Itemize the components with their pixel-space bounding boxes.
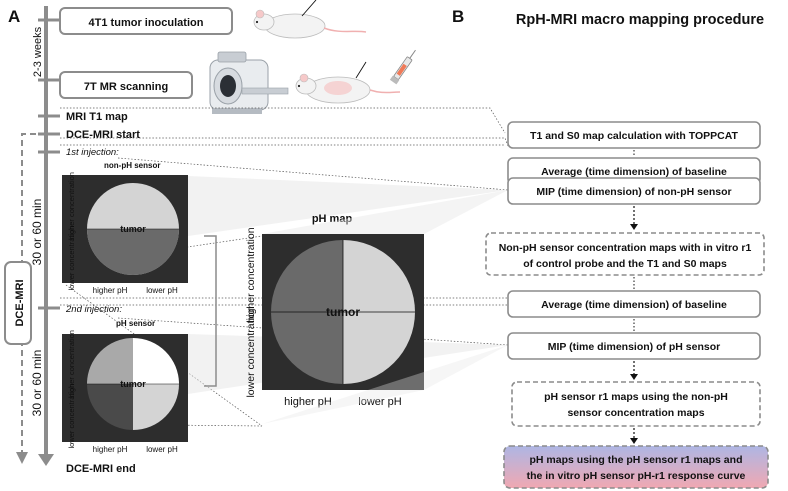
inoculation-text: 4T1 tumor inoculation [89, 17, 204, 29]
dce-mri-label: DCE-MRI [14, 279, 26, 326]
arrow-7 [630, 428, 638, 444]
arrow-6 [630, 361, 638, 380]
t1-map-label: MRI T1 map [66, 111, 128, 123]
ph-sensor-map-center: tumor [120, 379, 146, 389]
step-6-text: MIP (time dimension) of pH sensor [548, 341, 721, 353]
non-ph-y-higher: higher concentration [67, 172, 76, 240]
step-7-text-line1: pH sensor r1 maps using the non-pH [544, 391, 728, 403]
weeks-label: 2-3 weeks [32, 26, 44, 77]
step-7-text-line2: sensor concentration maps [567, 407, 704, 419]
ph-map-title: pH map [312, 213, 353, 225]
panel-a-letter: A [8, 7, 20, 26]
inoculation-box: 4T1 tumor inoculation [59, 7, 233, 35]
step-4-text-line2: of control probe and the T1 and S0 maps [523, 258, 727, 270]
step-8-text-line2: the in vitro pH sensor pH-r1 response cu… [527, 470, 746, 482]
projection-1 [188, 176, 508, 236]
ph-map-y-higher: higher concentration [245, 227, 257, 322]
mri-scanner-icon [209, 51, 289, 114]
arrow-3 [630, 206, 638, 230]
step-3-text: MIP (time dimension) of non-pH sensor [536, 186, 731, 198]
dce-end-label: DCE-MRI end [66, 463, 136, 475]
ph-map: pH map tumor higher concentration lower … [245, 213, 424, 408]
projection-3 [262, 190, 508, 234]
ph-sensor-y-lower: lower concentration [67, 383, 76, 448]
scanning-box: 7T MR scanning [59, 71, 193, 99]
ph-map-y-lower: lower concentration [245, 306, 257, 397]
ph-sensor-y-higher: higher concentration [67, 330, 76, 398]
ph-sensor-x-lower: lower pH [146, 445, 178, 454]
scanning-text: 7T MR scanning [84, 81, 168, 93]
panel-b-title: RpH-MRI macro mapping procedure [516, 12, 764, 28]
non-ph-x-lower: lower pH [146, 286, 178, 295]
panel-b-letter: B [452, 7, 464, 26]
step-5: Average (time dimension) of baseline [507, 290, 761, 318]
injection-2-label: 2nd injection: [65, 304, 122, 315]
duration-label-2: 30 or 60 min [30, 350, 44, 417]
sensor-2-label: pH sensor [116, 319, 155, 328]
step-8-text-line1: pH maps using the pH sensor r1 maps and [530, 454, 743, 466]
step-1-text: T1 and S0 map calculation with TOPPCAT [530, 130, 738, 142]
mouse-icon [295, 61, 401, 104]
syringe-icon [389, 49, 416, 85]
non-ph-x-higher: higher pH [93, 286, 128, 295]
step-6: MIP (time dimension) of pH sensor [507, 332, 761, 360]
ph-sensor-map: tumor higher concentration lower concent… [62, 330, 188, 454]
sensor-1-label: non-pH sensor [104, 161, 160, 170]
bracket [204, 235, 217, 387]
mouse-icon [253, 0, 367, 39]
ph-map-x-higher: higher pH [284, 396, 332, 408]
ph-map-center: tumor [326, 305, 360, 319]
duration-label-1: 30 or 60 min [30, 199, 44, 266]
step-8: pH maps using the pH sensor r1 maps and … [503, 445, 769, 489]
step-5-text: Average (time dimension) of baseline [541, 299, 727, 311]
step-1: T1 and S0 map calculation with TOPPCAT [507, 121, 761, 149]
non-ph-map-center: tumor [120, 224, 146, 234]
non-ph-y-lower: lower concentration [67, 225, 76, 290]
step-4-text-line1: Non-pH sensor concentration maps with in… [499, 242, 752, 254]
injection-1-label: 1st injection: [66, 147, 119, 158]
step-7: pH sensor r1 maps using the non-pH senso… [511, 381, 761, 427]
ph-map-x-lower: lower pH [358, 396, 401, 408]
step-3: MIP (time dimension) of non-pH sensor [507, 177, 761, 205]
step-4: Non-pH sensor concentration maps with in… [485, 232, 765, 276]
projection-4 [262, 345, 508, 424]
dce-bracket: DCE-MRI [4, 133, 46, 464]
dce-start-label: DCE-MRI start [66, 129, 140, 141]
step-2-text: Average (time dimension) of baseline [541, 166, 727, 178]
non-ph-map: tumor higher concentration lower concent… [62, 172, 188, 295]
ph-sensor-x-higher: higher pH [93, 445, 128, 454]
